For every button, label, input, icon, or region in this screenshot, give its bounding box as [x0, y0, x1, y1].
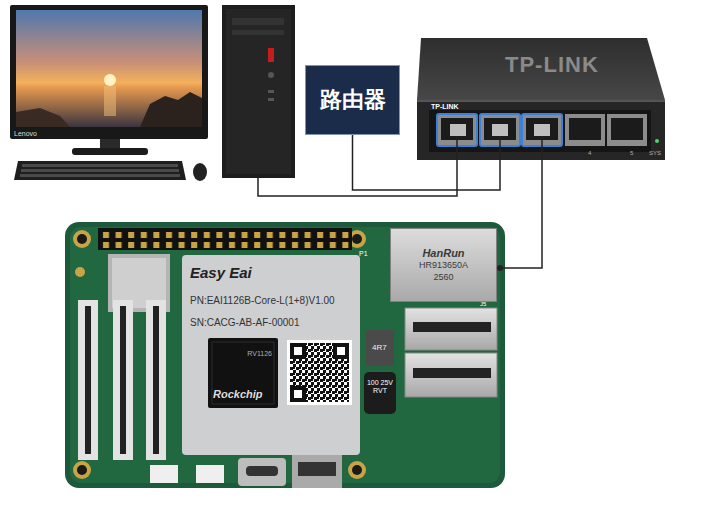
node-text: 2560	[433, 272, 453, 284]
keyboard	[14, 161, 186, 180]
node-text: TP-LINK	[505, 52, 599, 78]
pc-tower	[222, 5, 295, 178]
network-switch	[417, 38, 665, 160]
core-module: Easy EaiPN:EAI1126B-Core-L(1+8)V1.00SN:C…	[182, 255, 360, 455]
node-text: RV1126	[247, 350, 272, 357]
port-number: 5	[630, 150, 633, 156]
port-plug-wire	[457, 136, 542, 160]
node-text: HanRun	[422, 246, 464, 260]
node-text: TP-LINK	[431, 103, 459, 110]
node-text: 路由器	[320, 85, 386, 115]
node-text: PN:EAI1126B-Core-L(1+8)V1.00	[190, 295, 335, 306]
node-text: Rockchip	[213, 388, 263, 400]
component-marking: 4R7	[372, 344, 387, 352]
ethernet-jack: HanRunHR913650A2560	[390, 228, 497, 302]
node-text: Easy Eai	[190, 264, 252, 281]
node-text: HR913650A	[419, 260, 468, 272]
mouse	[193, 163, 207, 181]
brand-label: Lenovo	[14, 130, 37, 137]
connector-name: P1	[359, 250, 368, 257]
port-number: 4	[588, 150, 591, 156]
component-marking: 100 25V RVT	[366, 379, 394, 395]
network-cable	[353, 135, 501, 190]
switch-body: TP-LINK TP-LINK	[417, 38, 665, 160]
node-text: SN:CACG-AB-AF-00001	[190, 317, 299, 328]
router-box: 路由器	[305, 65, 400, 135]
soc-chip: RV1126Rockchip	[208, 338, 278, 408]
led-label: SYS	[649, 150, 661, 156]
pcb-board	[65, 222, 505, 488]
network-cable	[497, 160, 542, 271]
connector-name: J5	[480, 301, 486, 307]
monitor	[10, 5, 208, 155]
